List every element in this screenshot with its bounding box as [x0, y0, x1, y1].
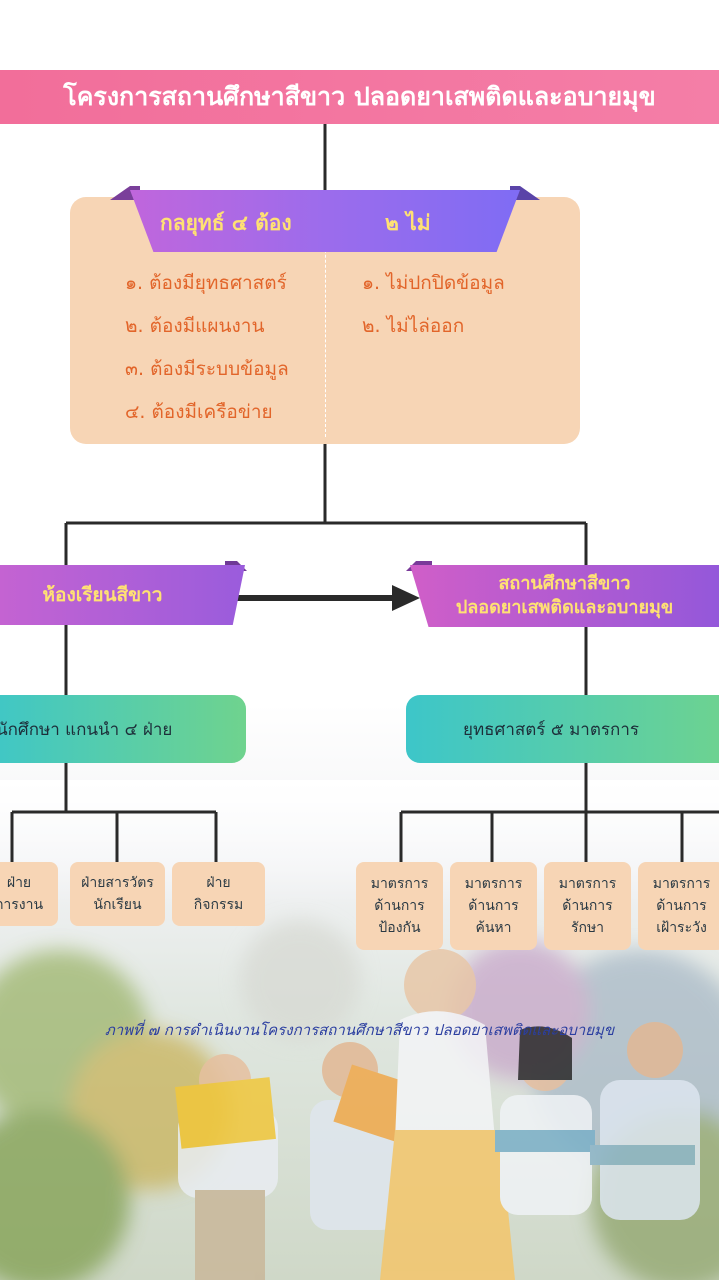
title-bar: โครงการสถานศึกษาสีขาว ปลอดยาเสพติดและอบา…	[0, 70, 719, 124]
list-item: ๑. ไม่ปกปิดข้อมูล	[362, 272, 505, 294]
list-item: ๔. ต้องมีเครือข่าย	[125, 401, 273, 423]
leaf-surveillance-measure: มาตรการ ด้านการ เฝ้าระวัง	[638, 862, 719, 950]
list-item: ๓. ต้องมีระบบข้อมูล	[125, 358, 289, 380]
list-item: ๒. ต้องมีแผนงาน	[125, 315, 265, 337]
list-item: ๑. ต้องมียุทธศาสตร์	[125, 272, 287, 294]
banner-white-school-line2: ปลอดยาเสพติดและอบายมุข	[455, 597, 674, 618]
banner-white-classroom: ห้องเรียนสีขาว	[0, 565, 245, 625]
leaf-prevention-measure: มาตรการ ด้านการ ป้องกัน	[356, 862, 443, 950]
banner-white-school-line1: สถานศึกษาสีขาว	[498, 573, 631, 594]
leaf-treatment-measure: มาตรการ ด้านการ รักษา	[544, 862, 631, 950]
banner-white-school: สถานศึกษาสีขาว ปลอดยาเสพติดและอบายมุข	[410, 565, 719, 627]
figure-caption: ภาพที่ ๗ การดำเนินงานโครงการสถานศึกษาสีข…	[104, 1021, 615, 1039]
leaf-work-division: ฝ่าย การงาน	[0, 862, 58, 926]
strategy-left-heading: กลยุทธ์ ๔ ต้อง	[160, 211, 292, 235]
strategy-right-list: ๑. ไม่ปกปิดข้อมูล ๒. ไม่ไล่ออก	[362, 262, 505, 348]
pill-student-leaders: นักศึกษา แกนนำ ๔ ฝ่าย	[0, 695, 246, 763]
leaf-search-measure: มาตรการ ด้านการ ค้นหา	[450, 862, 537, 950]
strategy-divider	[325, 205, 326, 437]
banner-white-classroom-label: ห้องเรียนสีขาว	[42, 584, 163, 606]
page-title: โครงการสถานศึกษาสีขาว ปลอดยาเสพติดและอบา…	[63, 82, 656, 111]
list-item: ๒. ไม่ไล่ออก	[362, 315, 465, 337]
pill-five-measures: ยุทธศาสตร์ ๕ มาตรการ	[406, 695, 719, 763]
leaf-activities-division: ฝ่าย กิจกรรม	[172, 862, 265, 926]
leaf-student-inspector-division: ฝ่ายสารวัตร นักเรียน	[70, 862, 165, 926]
strategy-left-list: ๑. ต้องมียุทธศาสตร์ ๒. ต้องมีแผนงาน ๓. ต…	[125, 262, 289, 434]
pill-five-measures-label: ยุทธศาสตร์ ๕ มาตรการ	[463, 719, 639, 740]
arrow-right-icon	[234, 585, 420, 611]
pill-student-leaders-label: นักศึกษา แกนนำ ๔ ฝ่าย	[0, 719, 173, 740]
strategy-right-heading: ๒ ไม่	[385, 211, 431, 235]
strategy-ribbon	[130, 190, 520, 252]
